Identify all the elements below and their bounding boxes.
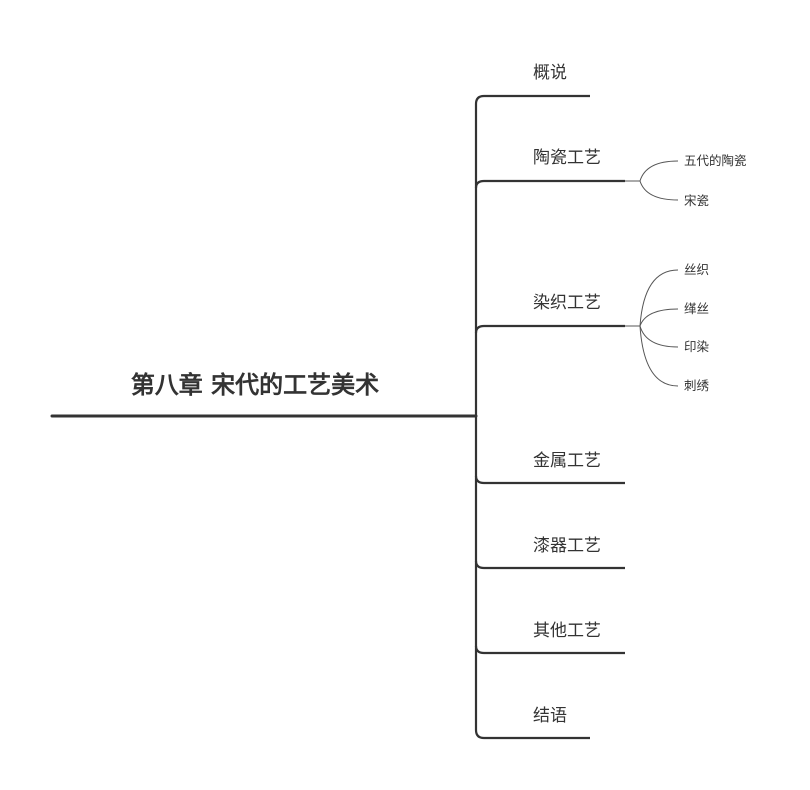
branch-node[interactable]: 金属工艺	[474, 451, 625, 485]
branch-label: 概说	[533, 63, 567, 83]
branch-spine	[474, 94, 485, 740]
branch-label: 染织工艺	[533, 293, 601, 313]
branch-label: 结语	[533, 706, 567, 726]
branch-connector	[474, 179, 625, 189]
branch-node[interactable]: 染织工艺 丝织 缂丝 印染 刺绣	[474, 262, 710, 393]
leaf-connector	[639, 308, 679, 327]
leaf-label: 刺绣	[684, 378, 710, 393]
branch-node[interactable]: 其他工艺	[474, 621, 625, 655]
leaf-label: 丝织	[684, 262, 709, 277]
leaf-connector	[639, 325, 679, 387]
branch-node[interactable]: 结语	[484, 706, 590, 740]
branch-connector	[474, 324, 625, 334]
branch-connector	[474, 475, 625, 485]
branch-label: 金属工艺	[533, 451, 601, 471]
leaf-label: 宋瓷	[684, 193, 709, 208]
branch-node[interactable]: 陶瓷工艺 五代的陶瓷 宋瓷	[474, 148, 747, 208]
leaf-connector	[625, 160, 679, 182]
leaf-label: 五代的陶瓷	[684, 153, 747, 168]
branch-label: 漆器工艺	[533, 536, 601, 556]
leaf-label: 印染	[684, 339, 710, 354]
branch-connector	[474, 560, 625, 570]
root-title: 第八章 宋代的工艺美术	[131, 371, 379, 399]
branch-node[interactable]: 漆器工艺	[474, 536, 625, 570]
leaf-label: 缂丝	[684, 301, 709, 316]
branch-node[interactable]: 概说	[484, 63, 590, 98]
branch-label: 其他工艺	[533, 621, 601, 641]
branch-label: 陶瓷工艺	[533, 148, 601, 168]
leaf-connector	[639, 325, 679, 348]
leaf-connector	[639, 180, 679, 201]
leaf-connector	[625, 269, 679, 327]
root-node[interactable]: 第八章 宋代的工艺美术	[50, 371, 478, 418]
branch-connector	[474, 645, 625, 655]
